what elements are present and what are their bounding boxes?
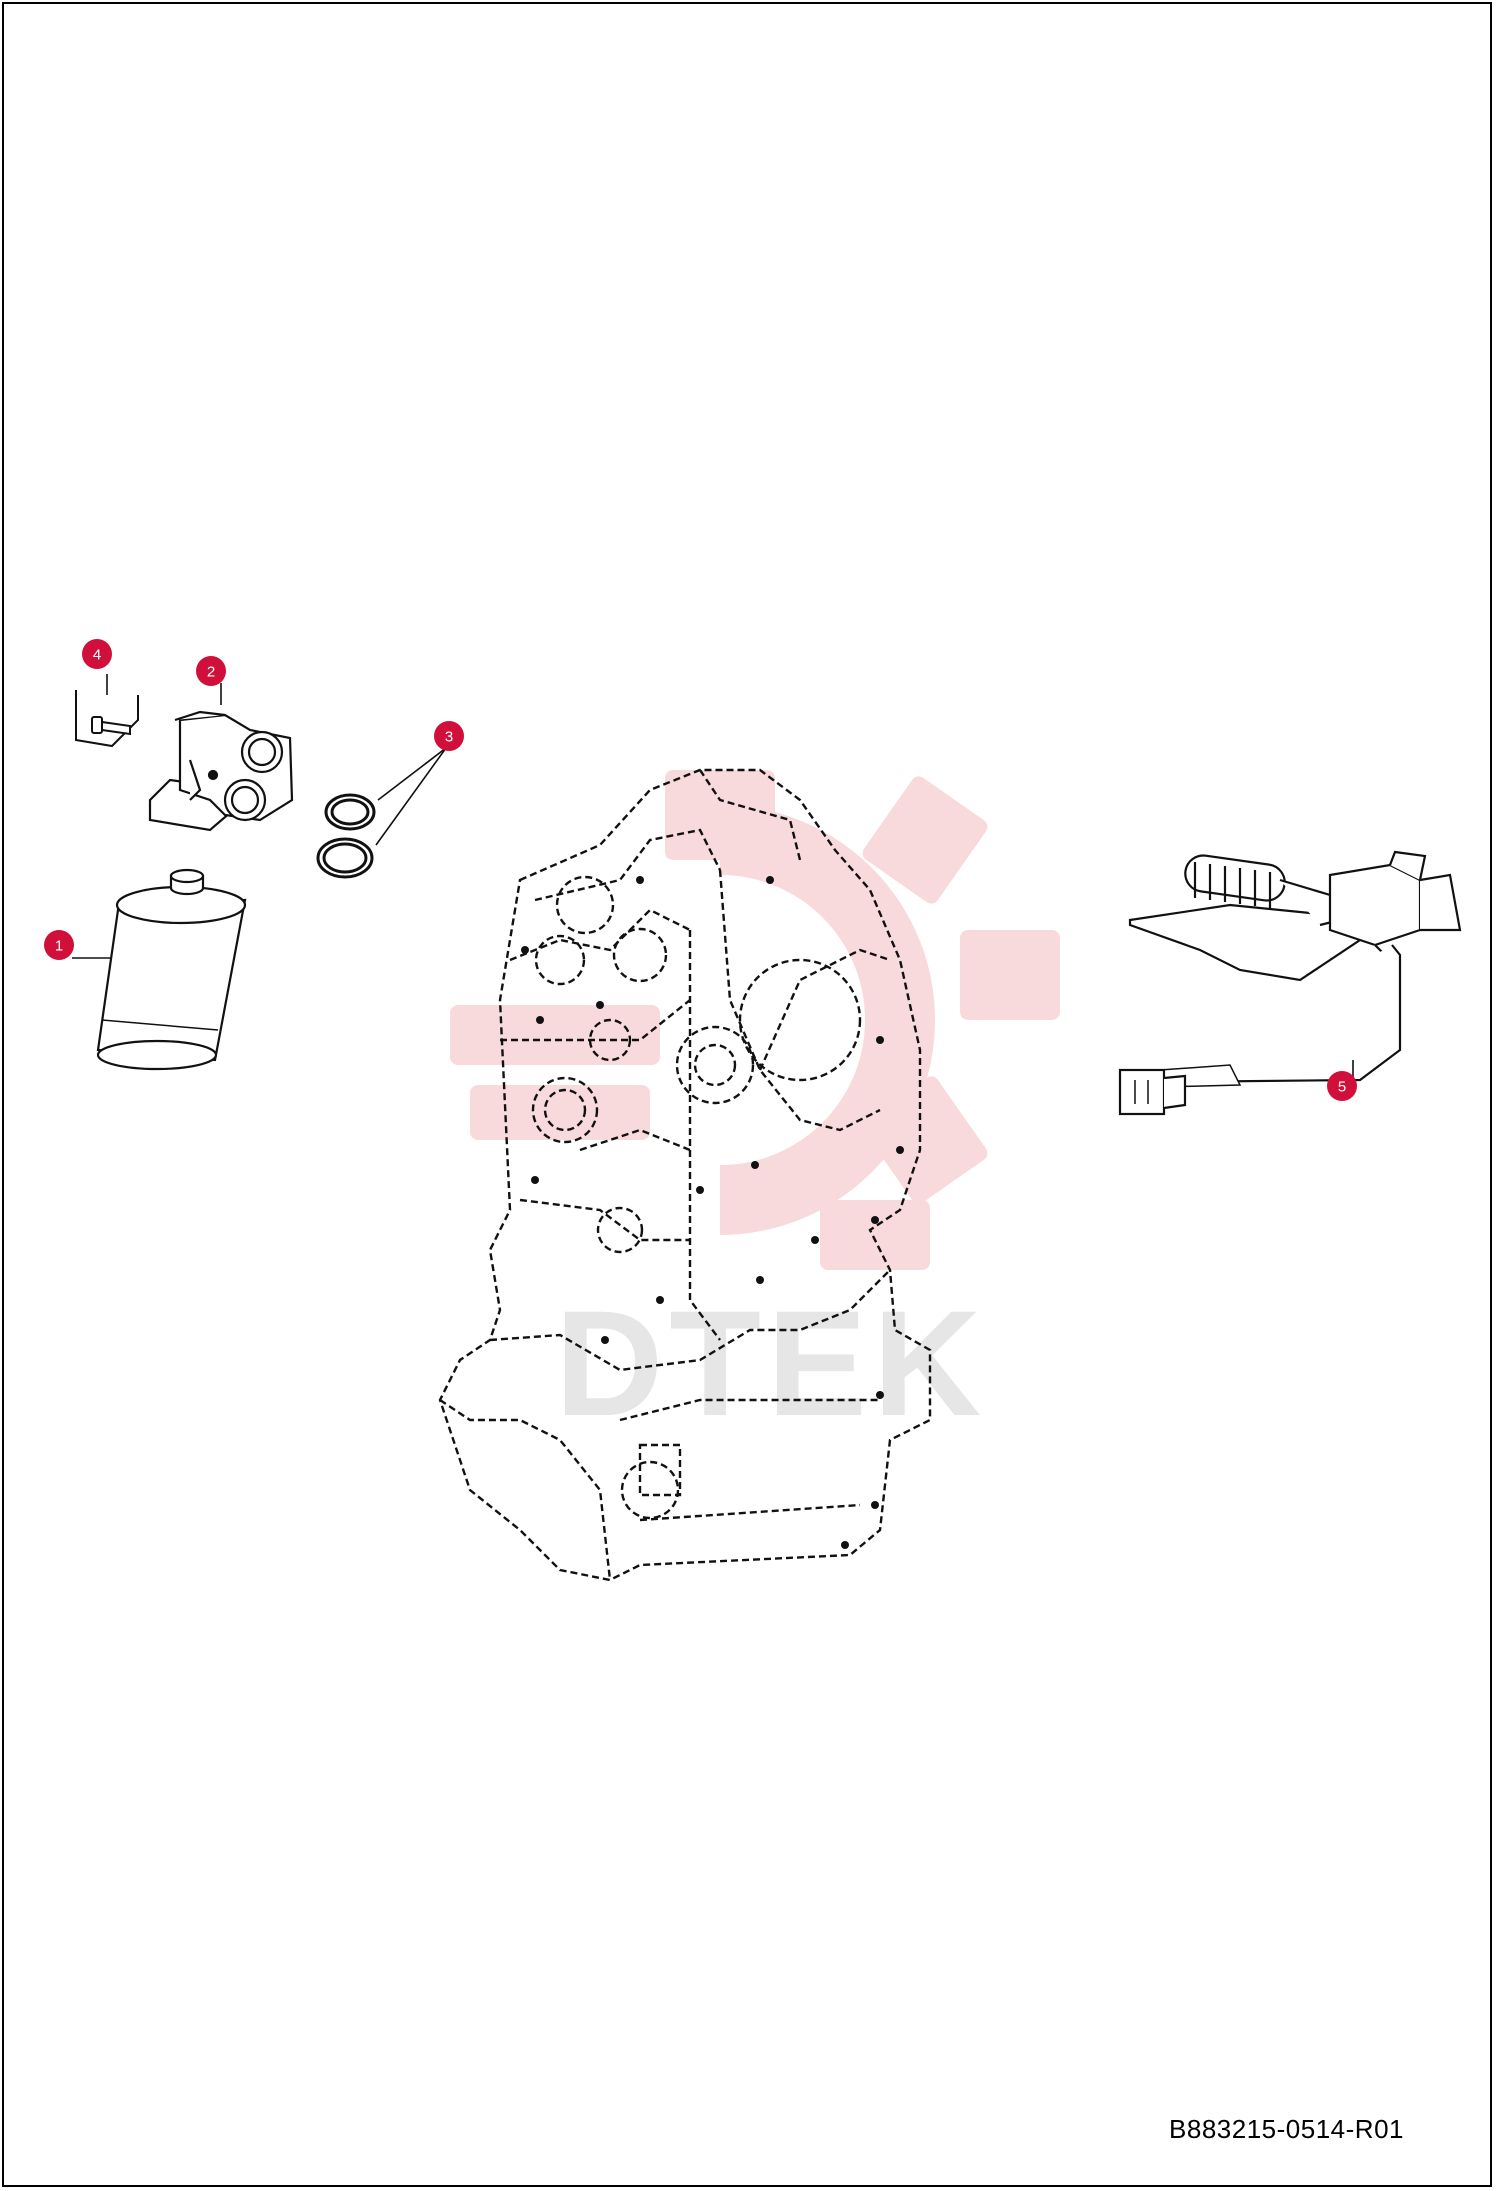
sensor-wiring-harness [1118, 850, 1462, 1116]
callout-5-marker [1327, 1071, 1357, 1101]
filter-head [148, 710, 294, 832]
callout-5[interactable]: 5 [1327, 1071, 1357, 1101]
o-ring [316, 793, 376, 879]
callout-4[interactable]: 4 [82, 639, 112, 669]
callout-2-marker [196, 656, 226, 686]
document-number: B883215-0514-R01 [1169, 2114, 1404, 2144]
callout-3[interactable]: 3 [434, 721, 464, 751]
watermark-gear-icon [450, 770, 1060, 1270]
callout-3-marker [434, 721, 464, 751]
leader-lines [72, 674, 1354, 1086]
callout-2[interactable]: 2 [196, 656, 226, 686]
screw [75, 690, 139, 748]
callout-4-marker [82, 639, 112, 669]
housing-bolts [521, 876, 904, 1549]
callout-1-marker [44, 930, 74, 960]
watermark-text: DTEK [555, 1279, 987, 1447]
filter-cartridge [96, 868, 247, 1071]
callouts: 1 2 3 4 5 [44, 639, 1357, 1101]
transmission-housing [438, 768, 932, 1582]
callout-1[interactable]: 1 [44, 930, 74, 960]
